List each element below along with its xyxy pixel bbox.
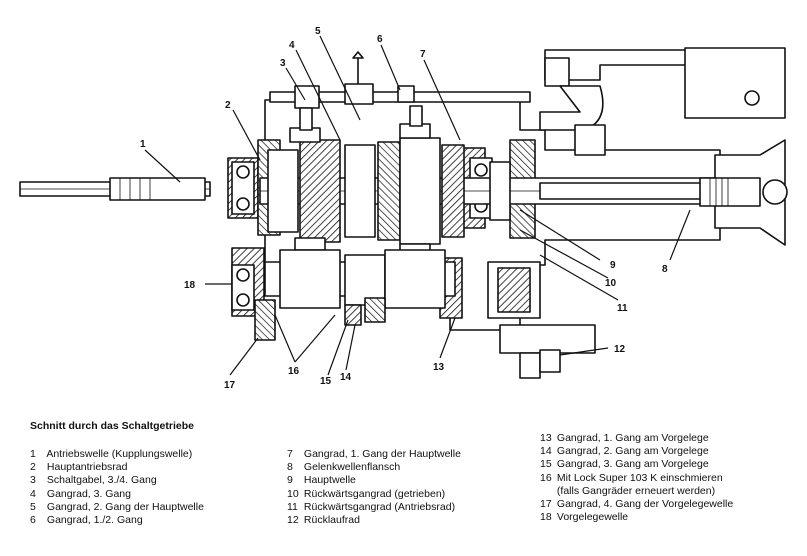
legend-column-1: 1 Antriebswelle (Kupplungswelle) 2 Haupt…	[30, 448, 204, 527]
callout-3: 3	[280, 58, 286, 69]
callout-6: 6	[377, 34, 383, 45]
legend-item: 10 Rückwärtsgangrad (getrieben)	[287, 487, 446, 500]
callout-5: 5	[315, 26, 321, 37]
callout-7: 7	[420, 49, 426, 60]
callout-9: 9	[610, 260, 616, 271]
output-flange	[699, 139, 788, 246]
legend-item: 11 Rückwärtsgangrad (Antriebsrad)	[287, 500, 456, 513]
legend-item: 14 Gangrad, 2. Gang am Vorgelege	[540, 445, 709, 458]
legend-column-2: 7 Gangrad, 1. Gang der Hauptwelle 8 Gele…	[287, 448, 461, 527]
legend-item: 12 Rücklaufrad	[287, 514, 360, 527]
legend-column-3: 13 Gangrad, 1. Gang am Vorgelege 14 Gang…	[540, 432, 733, 524]
legend-item: 3 Schaltgabel, 3./4. Gang	[30, 474, 157, 487]
callout-1: 1	[140, 139, 146, 150]
shift-rod	[269, 51, 531, 131]
legend-item: 17 Gangrad, 4. Gang der Vorgelegewelle	[540, 498, 734, 511]
legend-item: 16 Mit Lock Super 103 K einschmieren	[540, 471, 723, 484]
legend-item: 6 Gangrad, 1./2. Gang	[30, 514, 143, 527]
legend-item: 9 Hauptwelle	[287, 474, 356, 487]
callout-13: 13	[433, 362, 445, 373]
callout-14: 14	[340, 372, 352, 383]
legend-item: 1 Antriebswelle (Kupplungswelle)	[30, 448, 193, 460]
figure-caption: Schnitt durch das Schaltgetriebe	[30, 420, 194, 432]
legend-item: 18 Vorgelegewelle	[540, 511, 629, 524]
legend-item-continued: (falls Gangräder erneuert werden)	[556, 484, 716, 497]
legend-item: 5 Gangrad, 2. Gang der Hauptwelle	[30, 500, 204, 513]
legend-item: 8 Gelenkwellenflansch	[287, 461, 401, 474]
main-shaft-gears	[267, 137, 511, 245]
callout-11: 11	[617, 303, 628, 314]
callout-labels: 1 2 3 4 5 6 7 8 9 10 11 12 13 14 15 16 1…	[140, 26, 668, 391]
callout-10: 10	[605, 278, 617, 289]
legend-item: 13 Gangrad, 1. Gang am Vorgelege	[540, 432, 709, 444]
reverse-gears	[487, 261, 596, 379]
callout-12: 12	[614, 344, 626, 355]
legend-item: 4 Gangrad, 3. Gang	[30, 487, 131, 500]
selector-lever	[539, 47, 786, 156]
gearbox-section-drawing: 1 2 3 4 5 6 7 8 9 10 11 12 13 14 15 16 1…	[19, 26, 788, 391]
legend-item: 2 Hauptantriebsrad	[30, 461, 128, 474]
input-shaft	[19, 177, 211, 201]
callout-2: 2	[225, 100, 231, 111]
callout-18: 18	[184, 280, 196, 291]
callout-4: 4	[289, 40, 295, 51]
legend-item: 15 Gangrad, 3. Gang am Vorgelege	[540, 458, 709, 471]
callout-8: 8	[662, 264, 668, 275]
callout-16: 16	[288, 366, 300, 377]
leader-lines	[144, 35, 691, 376]
callout-15: 15	[320, 376, 332, 387]
counter-shaft	[264, 249, 456, 326]
callout-17: 17	[224, 380, 236, 391]
legend-item: 7 Gangrad, 1. Gang der Hauptwelle	[287, 448, 461, 460]
